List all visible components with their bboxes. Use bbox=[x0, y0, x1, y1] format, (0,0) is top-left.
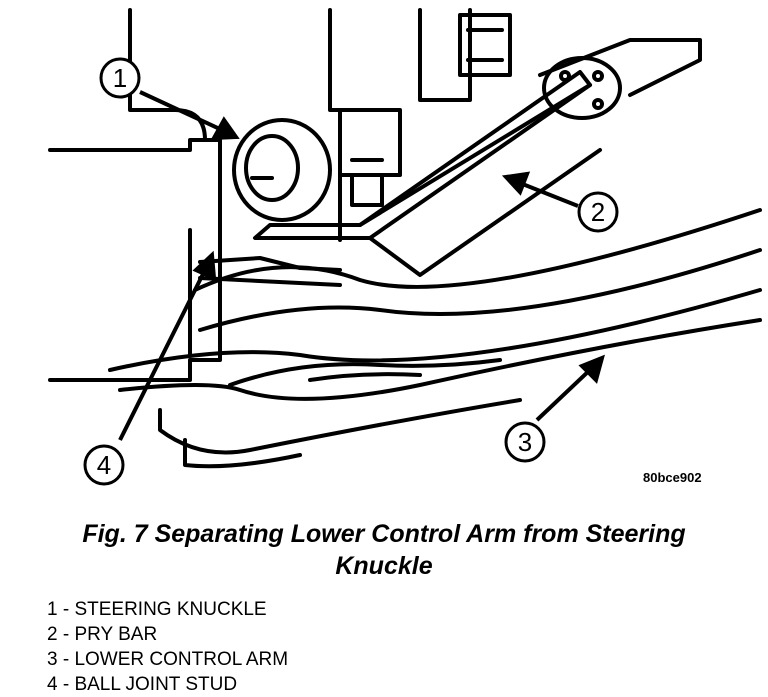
callout-1-number: 1 bbox=[113, 63, 127, 93]
legend-list: 1 - STEERING KNUCKLE 2 - PRY BAR 3 - LOW… bbox=[47, 597, 288, 697]
callout-4-circle bbox=[83, 444, 125, 486]
callout-4-number: 4 bbox=[97, 450, 111, 480]
callout-1-circle bbox=[99, 57, 141, 99]
legend-item: 4 - BALL JOINT STUD bbox=[47, 674, 238, 695]
legend-item: 1 - STEERING KNUCKLE bbox=[47, 599, 267, 620]
ball-joint-stud-shape bbox=[198, 256, 342, 272]
steering-knuckle-shape bbox=[48, 138, 222, 382]
callout-3-arrowhead bbox=[578, 354, 605, 384]
callout-3-circle bbox=[504, 421, 546, 463]
figure-caption-line-2: Knuckle bbox=[335, 552, 433, 580]
legend-item: 2 - PRY BAR bbox=[47, 624, 158, 645]
legend-item: 3 - LOWER CONTROL ARM bbox=[47, 649, 289, 670]
figure-code: 80bce902 bbox=[643, 470, 702, 485]
callout-2-arrowhead bbox=[501, 171, 531, 196]
callout-4-arrowhead bbox=[192, 250, 217, 282]
callout-2-number: 2 bbox=[591, 197, 605, 227]
callout-1-arrowhead bbox=[210, 116, 240, 141]
knuckle-boss bbox=[232, 118, 332, 222]
figure-caption: Fig. 7 Separating Lower Control Arm from… bbox=[0, 518, 768, 582]
figure-caption-line-1: Fig. 7 Separating Lower Control Arm from… bbox=[82, 520, 686, 548]
lower-control-arm-shape bbox=[193, 208, 762, 292]
callout-2-circle bbox=[577, 191, 619, 233]
illustration: 1 2 3 4 bbox=[48, 8, 762, 486]
callout-3-number: 3 bbox=[518, 427, 532, 457]
